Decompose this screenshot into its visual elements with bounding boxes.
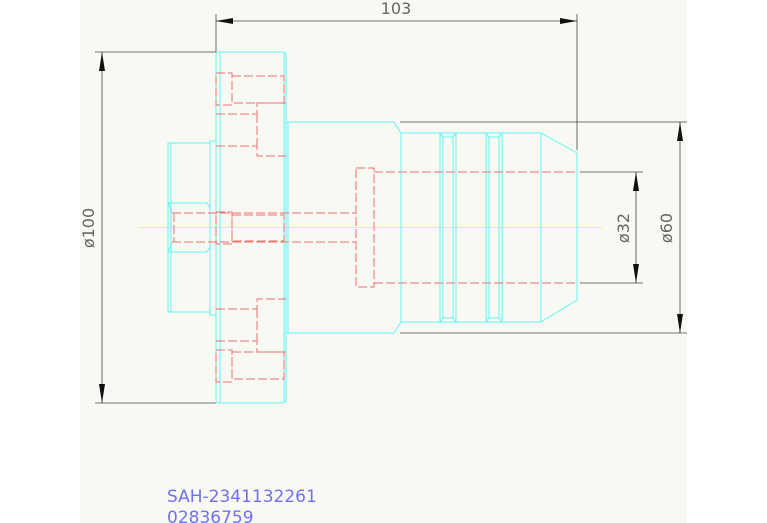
- dimension-bore-diameter: ø32: [580, 171, 643, 284]
- dimension-body-diameter: ø60: [400, 121, 687, 334]
- part-number: SAH-2341132261: [167, 487, 317, 507]
- dimension-bore-diameter-label: ø32: [614, 213, 633, 243]
- dimension-length: 103: [215, 0, 578, 150]
- part-code: 02836759: [167, 508, 254, 523]
- dimension-length-label: 103: [381, 0, 412, 18]
- dimension-flange-diameter: ø100: [79, 51, 216, 404]
- dimension-body-diameter-label: ø60: [657, 213, 676, 243]
- hidden-lines: [172, 72, 577, 383]
- dimension-flange-diameter-label: ø100: [79, 208, 98, 248]
- drawing-area: [80, 0, 687, 523]
